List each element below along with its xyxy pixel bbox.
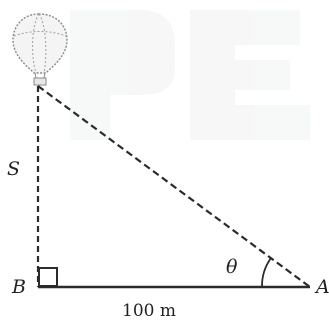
- height-label: S: [7, 158, 20, 180]
- background-watermark: [70, 10, 310, 140]
- balloon-icon: [12, 13, 68, 86]
- base-length-label: 100 m: [122, 301, 176, 321]
- angle-label: θ: [226, 256, 238, 278]
- line-of-sight: [37, 85, 311, 288]
- point-a-label: A: [314, 276, 329, 298]
- right-angle-marker: [38, 267, 58, 287]
- point-b-label: B: [11, 276, 26, 298]
- angle-arc: [261, 257, 272, 288]
